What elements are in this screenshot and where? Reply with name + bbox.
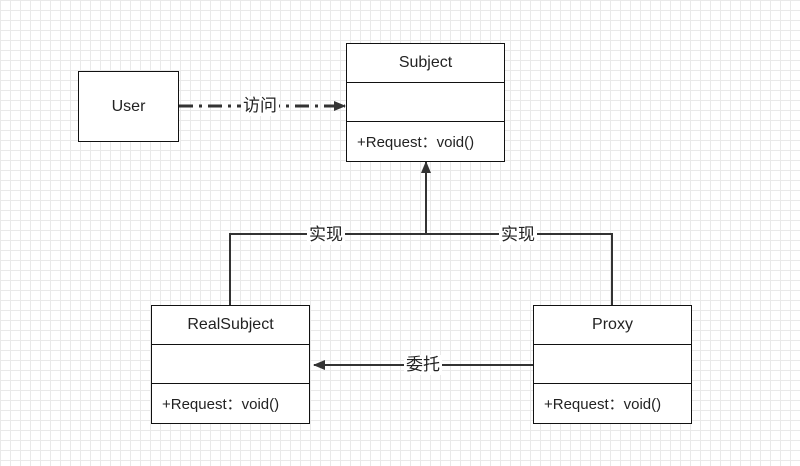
proxy-class[interactable]: Proxy +Request：void() — [533, 305, 692, 424]
user-label: User — [111, 97, 146, 115]
subject-attributes — [347, 83, 504, 122]
realize-right-edge — [426, 233, 613, 305]
realsubject-class[interactable]: RealSubject +Request：void() — [151, 305, 310, 424]
subject-operation: +Request：void() — [357, 134, 475, 151]
realsubject-attributes — [152, 345, 309, 384]
subject-class-name: Subject — [347, 44, 504, 83]
proxy-class-name: Proxy — [534, 306, 691, 345]
subject-class[interactable]: Subject +Request：void() — [346, 43, 505, 162]
access-label: 访问 — [241, 96, 279, 116]
realsubject-operation: +Request：void() — [162, 396, 280, 413]
user-box[interactable]: User — [78, 71, 179, 142]
delegate-label: 委托 — [404, 355, 442, 375]
implement-left-label: 实现 — [307, 225, 345, 245]
implement-right-label: 实现 — [499, 225, 537, 245]
proxy-operation: +Request：void() — [544, 396, 662, 413]
proxy-attributes — [534, 345, 691, 384]
realsubject-class-name: RealSubject — [152, 306, 309, 345]
